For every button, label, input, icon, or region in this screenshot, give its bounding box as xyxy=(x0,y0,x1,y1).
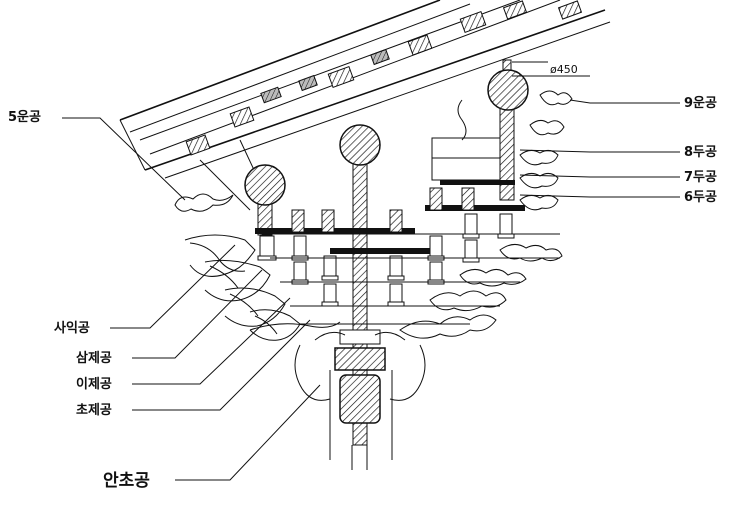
label-7dugong: 7두공 xyxy=(684,170,717,185)
labels: 5운공 9운공 8두공 7두공 6두공 사익공 삼제공 이제공 초제공 안초공 xyxy=(8,96,717,491)
label-anchogong: 안초공 xyxy=(103,471,150,491)
bracket-arms xyxy=(184,233,560,341)
label-9ungong: 9운공 xyxy=(684,96,717,111)
outer-purlin xyxy=(244,164,286,206)
label-samjegong: 삼제공 xyxy=(76,350,112,366)
roof-section xyxy=(119,0,611,211)
leader-lines xyxy=(62,99,680,481)
inner-purlin xyxy=(487,69,529,111)
label-saikgong: 사익공 xyxy=(54,320,90,336)
center-purlin xyxy=(339,124,381,166)
label-5ungong: 5운공 xyxy=(8,110,41,125)
bearing-blocks xyxy=(257,213,515,307)
bracket-frame xyxy=(244,59,529,470)
dimension-marker: ø450 xyxy=(512,61,590,77)
dimension-text: ø450 xyxy=(550,63,578,76)
label-chojegong: 초제공 xyxy=(76,403,112,418)
roof-tiles xyxy=(185,0,583,156)
label-8dugong: 8두공 xyxy=(684,145,717,160)
label-6dugong: 6두공 xyxy=(684,190,717,205)
label-ijegong: 이제공 xyxy=(76,376,112,392)
